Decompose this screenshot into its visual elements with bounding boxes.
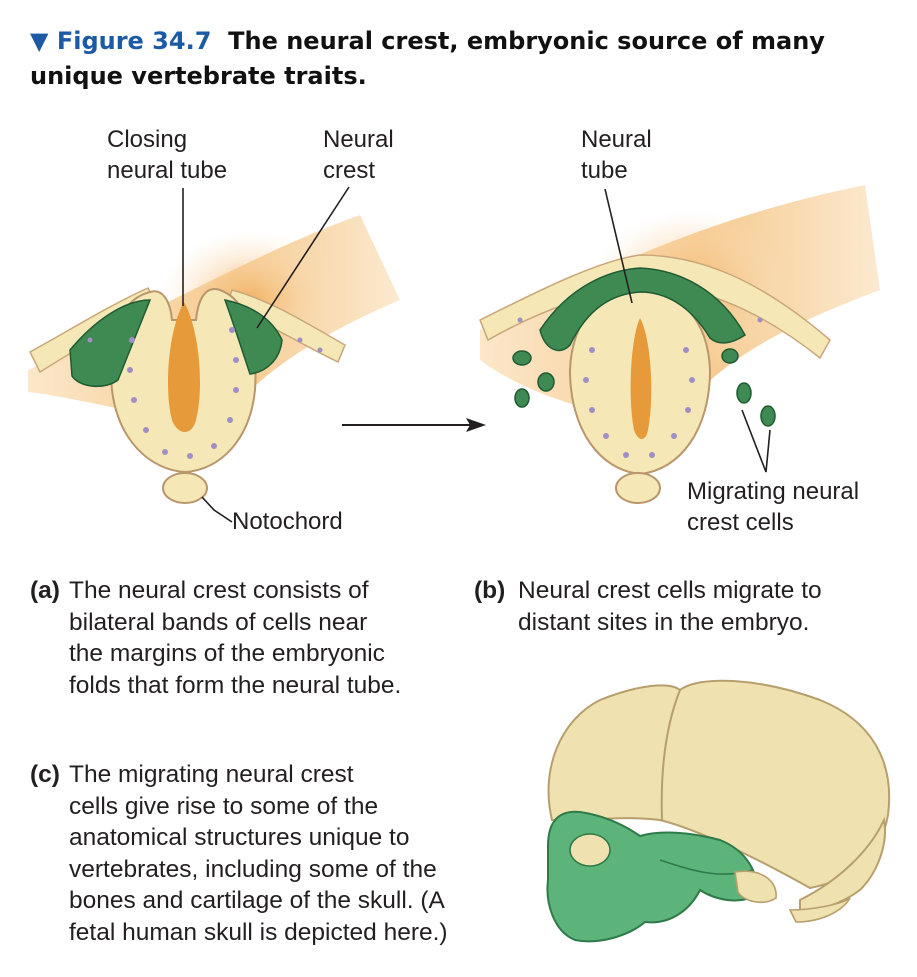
caption-a: (a) The neural crest consists of bilater… [30,577,402,699]
panel-b-embryo [479,185,880,504]
triangle-marker-icon: ▼ [30,27,49,55]
label-notochord: Notochord [232,508,343,535]
fetal-skull-illustration [546,679,891,943]
caption-a-tag: (a) [30,577,60,604]
caption-c: (c) The migrating neural crest cells giv… [30,761,448,946]
caption-b-tag: (b) [474,577,506,604]
caption-c-tag: (c) [30,761,60,788]
caption-b: (b) Neural crest cells migrate to distan… [474,577,822,636]
figure-title: ▼ Figure 34.7 The neural crest, embryoni… [30,24,900,94]
label-migrating-neural-crest-cells: Migrating neural crest cells [687,478,860,536]
label-neural-tube: Neural tube [581,126,652,184]
figure-number: ▼ Figure 34.7 [30,27,212,55]
figure-title-text: The neural crest, embryonic source of ma… [30,27,825,90]
label-neural-crest: Neural crest [323,126,394,184]
process-arrow-icon [342,418,486,432]
panel-a-embryo [28,215,400,504]
leader-lines [182,186,771,523]
label-closing-neural-tube: Closing neural tube [107,126,228,184]
